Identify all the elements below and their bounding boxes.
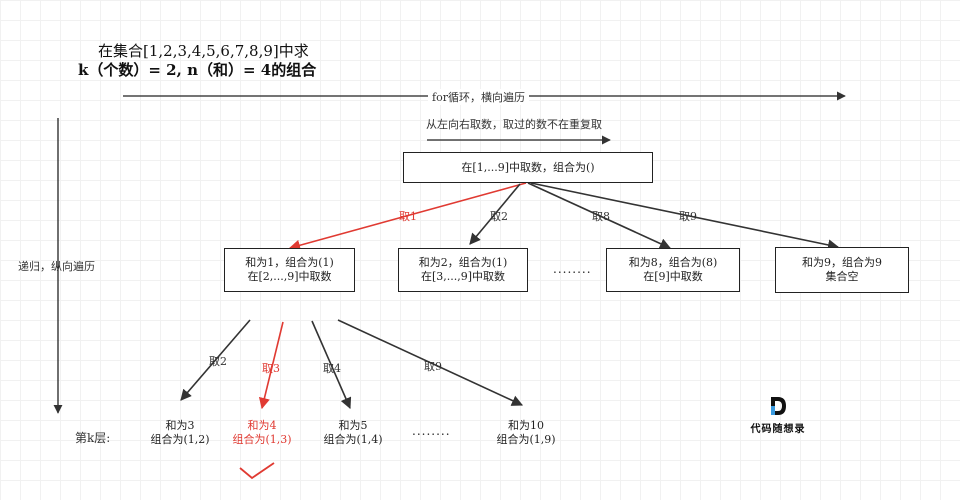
level1-node-1-line1: 和为1，组合为(1) — [245, 256, 334, 269]
level-label: 第k层: — [75, 431, 111, 445]
title-line-1: 在集合[1,2,3,4,5,6,7,8,9]中求 — [98, 42, 309, 60]
edge-label-take-9: 取9 — [679, 210, 697, 223]
leaf-node-1-9: 和为10 组合为(1,9) — [486, 419, 566, 447]
level1-node-2-line2: 在[3,...,9]中取数 — [420, 270, 506, 283]
logo-mark-icon — [771, 397, 786, 415]
edge-label-take-2: 取2 — [490, 210, 508, 223]
leaf-node-1-3-line2: 组合为(1,3) — [232, 433, 292, 446]
leaf-node-1-9-line2: 组合为(1,9) — [496, 433, 556, 446]
level1-ellipsis: ........ — [553, 262, 592, 276]
leaf-node-1-9-line1: 和为10 — [508, 419, 544, 432]
leaf-node-1-2-line2: 组合为(1,2) — [150, 433, 210, 446]
level1-node-8: 和为8，组合为(8) 在[9]中取数 — [606, 248, 740, 292]
logo-text: 代码随想录 — [750, 424, 806, 435]
level2-ellipsis: ........ — [412, 424, 451, 438]
level1-node-8-line1: 和为8，组合为(8) — [628, 256, 718, 269]
logo: 代码随想录 — [738, 396, 818, 435]
edge-label-take-2-level2: 取2 — [209, 355, 227, 368]
edge-label-take-3-level2: 取3 — [262, 362, 280, 375]
vertical-axis-label: 递归，纵向遍历 — [18, 260, 95, 273]
leaf-node-1-2-line1: 和为3 — [165, 419, 195, 432]
direction-note: 从左向右取数，取过的数不在重复取 — [426, 118, 602, 131]
edge-label-take-1: 取1 — [399, 210, 417, 223]
leaf-node-1-4-line2: 组合为(1,4) — [323, 433, 383, 446]
root-node-label: 在[1,...9]中取数，组合为() — [461, 160, 595, 174]
edge-root-to-8 — [527, 182, 672, 249]
leaf-node-1-4-line1: 和为5 — [338, 419, 368, 432]
level1-node-1: 和为1，组合为(1) 在[2,...,9]中取数 — [224, 248, 355, 292]
level1-node-2: 和为2，组合为(1) 在[3,...,9]中取数 — [398, 248, 528, 292]
edge-root-to-9 — [530, 182, 840, 251]
edge-label-take-4-level2: 取4 — [323, 362, 341, 375]
edge-root-to-1 — [288, 182, 527, 251]
level1-node-9-line1: 和为9，组合为9 — [802, 256, 882, 269]
title-line-2: k（个数）= 2, n（和）= 4的组合 — [78, 61, 317, 79]
check-mark-icon — [239, 462, 275, 480]
horizontal-axis-label: for循环，横向遍历 — [428, 89, 529, 105]
edge-root-to-2 — [469, 183, 521, 245]
edge-1-to-14 — [311, 320, 352, 410]
edge-1-to-12 — [180, 319, 251, 401]
edge-label-take-8: 取8 — [592, 210, 610, 223]
root-node: 在[1,...9]中取数，组合为() — [403, 152, 653, 183]
level1-node-9: 和为9，组合为9 集合空 — [775, 247, 909, 293]
leaf-node-1-2: 和为3 组合为(1,2) — [140, 419, 220, 447]
edge-label-take-9-level2: 取9 — [424, 360, 442, 373]
edge-1-to-13 — [258, 321, 284, 410]
level1-node-8-line2: 在[9]中取数 — [643, 270, 703, 283]
leaf-node-1-3: 和为4 组合为(1,3) — [222, 419, 302, 447]
level1-node-2-line1: 和为2，组合为(1) — [418, 256, 508, 269]
edge-1-to-19 — [337, 319, 524, 406]
level1-node-9-line2: 集合空 — [825, 270, 859, 283]
leaf-node-1-4: 和为5 组合为(1,4) — [313, 419, 393, 447]
level1-node-1-line2: 在[2,...,9]中取数 — [247, 270, 332, 283]
leaf-node-1-3-line1: 和为4 — [247, 419, 277, 432]
